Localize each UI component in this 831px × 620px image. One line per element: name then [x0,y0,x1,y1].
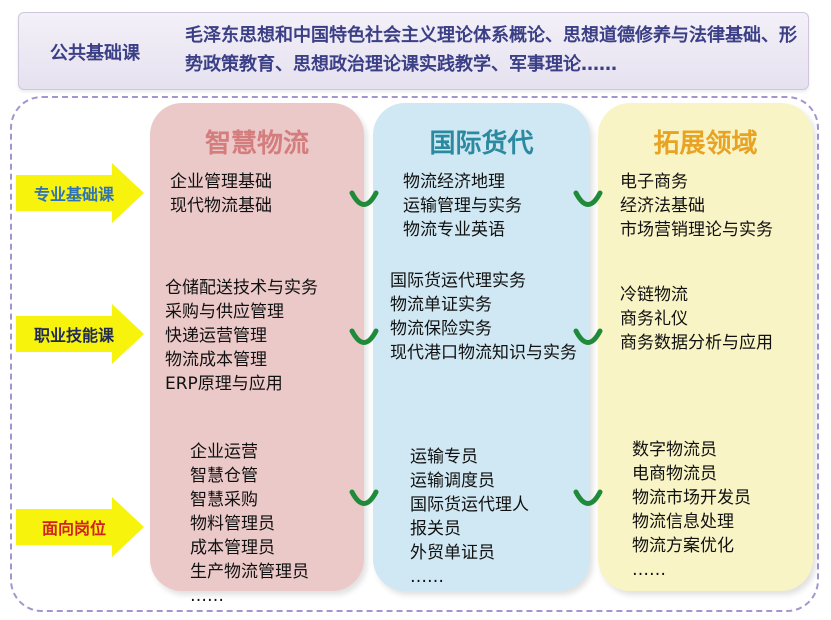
list-item: 物流经济地理 [403,172,505,192]
list-item: 报关员 [410,519,461,539]
list-item: 运输调度员 [410,471,495,491]
row-arrow-basic-courses: 专业基础课 [16,163,146,223]
list-item: 现代物流基础 [170,196,272,216]
list-item: 物流信息处理 [632,512,734,532]
list-item: 外贸单证员 [410,543,495,563]
list-item: 物流市场开发员 [632,488,751,508]
column-title: 国际货代 [429,129,534,159]
list-item: …… [190,586,224,606]
list-item: 物流成本管理 [165,350,267,370]
list-item: 电商物流员 [632,464,717,484]
list-item: 物流保险实务 [390,319,492,339]
cell-skill-smart-logistics: 仓储配送技术与实务 采购与供应管理 快递运营管理 物流成本管理 ERP原理与应用 [165,276,318,396]
list-item: 智慧采购 [190,490,258,510]
list-item: …… [410,567,444,587]
list-item: 国际货运代理人 [410,495,529,515]
cell-jobs-extended-fields: 数字物流员 电商物流员 物流市场开发员 物流信息处理 物流方案优化 …… [632,438,751,582]
list-item: 企业管理基础 [170,172,272,192]
list-item: 经济法基础 [620,196,705,216]
curriculum-frame [10,96,819,612]
connector-arc-icon [573,190,603,207]
connector-arc-icon [573,328,603,345]
list-item: 物流专业英语 [403,220,505,240]
list-item: 运输管理与实务 [403,196,522,216]
list-item: 成本管理员 [190,538,275,558]
arrow-icon [16,163,144,223]
list-item: 企业运营 [190,442,258,462]
list-item: 采购与供应管理 [165,302,284,322]
list-item: 数字物流员 [632,440,717,460]
connector-arc-icon [573,489,603,506]
arrow-icon [16,304,144,364]
banner-label: 公共基础课 [50,43,140,64]
row-label: 职业技能课 [33,326,114,345]
list-item: 仓储配送技术与实务 [165,278,318,298]
list-item: 现代港口物流知识与实务 [390,343,577,363]
row-label: 面向岗位 [41,519,106,538]
row-label: 专业基础课 [33,185,114,204]
cell-basic-international-forwarding: 物流经济地理 运输管理与实务 物流专业英语 [403,170,522,242]
list-item: 电子商务 [620,172,688,192]
list-item: 生产物流管理员 [190,562,309,582]
cell-jobs-international-forwarding: 运输专员 运输调度员 国际货运代理人 报关员 外贸单证员 …… [410,445,529,589]
list-item: 运输专员 [410,447,478,467]
list-item: 冷链物流 [620,285,688,305]
cell-skill-international-forwarding: 国际货运代理实务 物流单证实务 物流保险实务 现代港口物流知识与实务 [390,269,585,365]
list-item: 商务礼仪 [620,309,688,329]
row-arrow-target-jobs: 面向岗位 [16,497,146,557]
list-item: 物流单证实务 [390,295,492,315]
list-item: 快递运营管理 [165,326,267,346]
list-item: 物流方案优化 [632,536,734,556]
column-extended-fields: 拓展领域 [598,103,813,591]
arrow-icon [16,497,144,557]
list-item: 国际货运代理实务 [390,271,526,291]
list-item: ERP原理与应用 [165,374,283,394]
column-smart-logistics: 智慧物流 [150,103,364,591]
column-international-forwarding: 国际货代 [373,103,590,591]
column-title: 拓展领域 [653,129,758,159]
list-item: 商务数据分析与应用 [620,333,773,353]
list-item: 市场营销理论与实务 [620,220,773,240]
banner-course-list: 毛泽东思想和中国特色社会主义理论体系概论、思想道德修养与法律基础、形势政策教育、… [185,25,797,75]
list-item: 物料管理员 [190,514,275,534]
connector-arc-icon [349,489,379,506]
connector-arc-icon [349,190,379,207]
public-foundation-banner: 公共基础课 毛泽东思想和中国特色社会主义理论体系概论、思想道德修养与法律基础、形… [18,12,809,90]
list-item: …… [632,560,666,580]
column-title: 智慧物流 [204,129,309,159]
cell-basic-extended-fields: 电子商务 经济法基础 市场营销理论与实务 [620,170,773,242]
list-item: 智慧仓管 [190,466,258,486]
cell-basic-smart-logistics: 企业管理基础 现代物流基础 [170,170,272,218]
row-arrow-skill-courses: 职业技能课 [16,304,146,364]
connector-arc-icon [349,328,379,345]
cell-jobs-smart-logistics: 企业运营 智慧仓管 智慧采购 物料管理员 成本管理员 生产物流管理员 …… [190,440,309,608]
cell-skill-extended-fields: 冷链物流 商务礼仪 商务数据分析与应用 [620,283,773,355]
